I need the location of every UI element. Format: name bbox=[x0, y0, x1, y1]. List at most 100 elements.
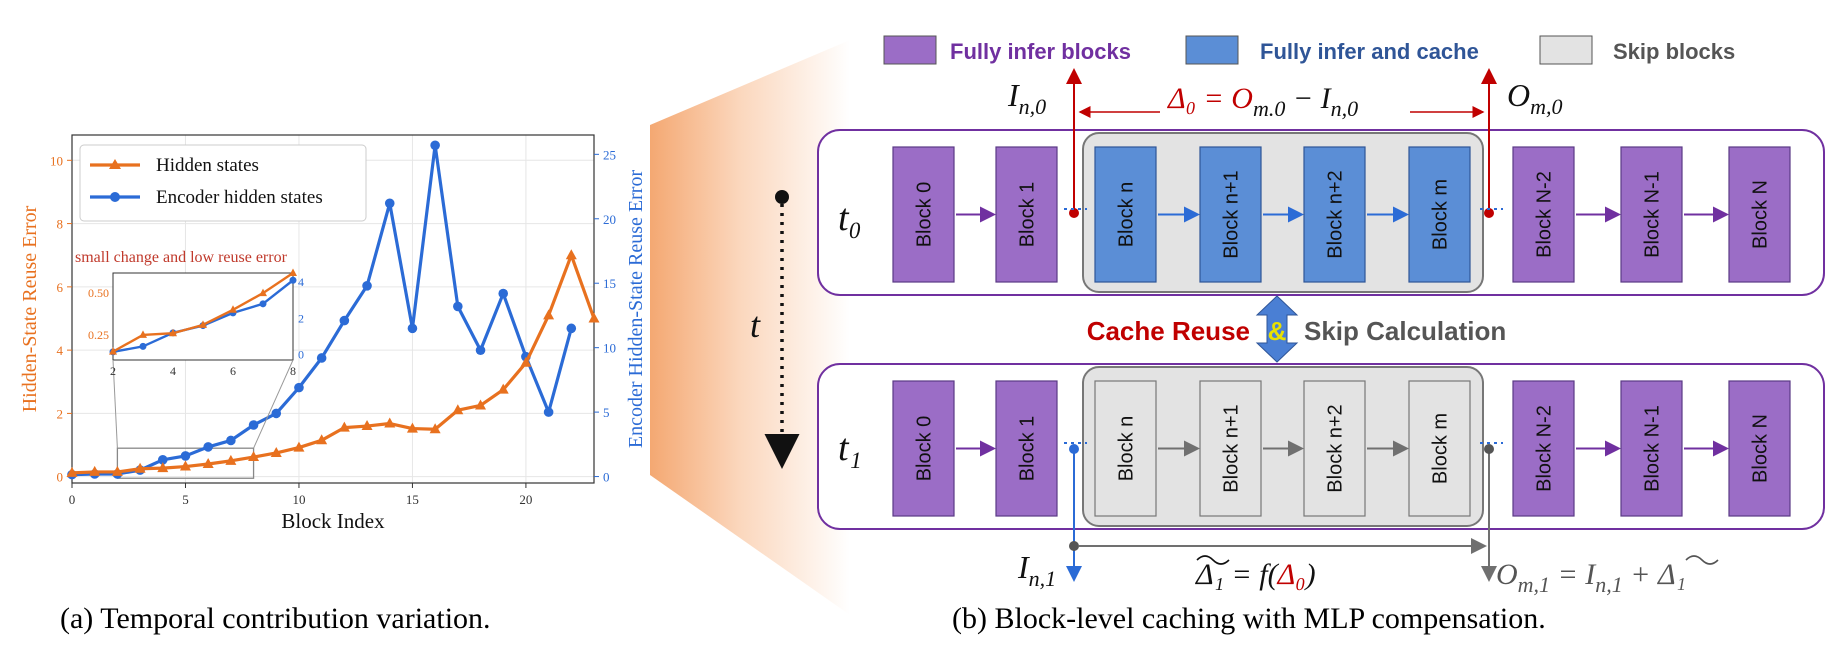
block-box bbox=[1728, 146, 1791, 283]
encoder-series-point bbox=[294, 382, 304, 393]
block-label: Block n bbox=[1116, 182, 1138, 248]
time-label: t bbox=[750, 305, 761, 345]
inset-y-right-tick-label: 2 bbox=[298, 311, 304, 325]
hidden-series-point bbox=[565, 249, 577, 260]
top-out-dot bbox=[1484, 208, 1494, 218]
encoder-series-point bbox=[362, 281, 372, 291]
bottom-delta-tilde bbox=[1196, 555, 1230, 565]
top-out-text: Om,0 bbox=[1507, 77, 1563, 119]
middle-amp: & bbox=[1268, 316, 1287, 346]
encoder-series-point bbox=[248, 420, 259, 430]
legend-marker-hidden bbox=[109, 159, 121, 169]
block-box bbox=[1408, 146, 1471, 283]
legend-label-cache: Fully infer and cache bbox=[1260, 39, 1479, 64]
skip-region-t0 bbox=[1082, 132, 1484, 293]
hidden-series-point bbox=[338, 421, 350, 432]
block-label: Block N-1 bbox=[1642, 405, 1664, 492]
y-left-axis-label: Hidden-State Reuse Error bbox=[19, 205, 41, 412]
encoder-series-point bbox=[180, 451, 191, 461]
inset-title: small change and low reuse error bbox=[75, 249, 288, 266]
legend-swatch-cache bbox=[1185, 35, 1239, 65]
hidden-series-point bbox=[475, 399, 487, 410]
cache-reuse-double-arrow bbox=[1255, 295, 1299, 363]
skip-region-t1 bbox=[1082, 366, 1484, 527]
inset-y-left-tick-label: 0.25 bbox=[88, 328, 109, 342]
legend-label-skip: Skip blocks bbox=[1613, 39, 1735, 64]
block-label: Block N bbox=[1750, 414, 1772, 483]
y-left-tick-label: 8 bbox=[57, 217, 64, 232]
x-tick-label: 15 bbox=[406, 492, 419, 507]
encoder-series-point bbox=[339, 315, 350, 326]
block-label: Block 0 bbox=[914, 416, 936, 482]
hidden-series-point bbox=[89, 465, 101, 476]
block-label: Block 0 bbox=[914, 182, 936, 248]
legend-label-full: Fully infer blocks bbox=[950, 39, 1131, 64]
block-label: Block n+1 bbox=[1221, 170, 1243, 258]
inset-hidden-point bbox=[259, 288, 267, 297]
block-label: Block 1 bbox=[1017, 182, 1039, 248]
hidden-series-line bbox=[71, 253, 596, 475]
inset-y-right-tick-label: 0 bbox=[298, 348, 304, 362]
bottom-span-dot bbox=[1069, 541, 1079, 551]
inset-encoder-point bbox=[259, 300, 267, 308]
block-box bbox=[1094, 146, 1157, 283]
encoder-series-point bbox=[316, 353, 327, 363]
block-label: Block n bbox=[1116, 416, 1138, 482]
y-left-tick-label: 0 bbox=[57, 470, 64, 485]
inset-x-tick-label: 6 bbox=[230, 364, 236, 378]
hidden-series-point bbox=[429, 423, 441, 434]
inset-encoder-point bbox=[289, 276, 297, 284]
legend-swatch-full bbox=[883, 35, 937, 65]
y-left-tick-label: 2 bbox=[57, 406, 64, 421]
caption-a: (a) Temporal contribution variation. bbox=[60, 602, 491, 635]
x-tick-label: 10 bbox=[292, 492, 305, 507]
y-left-tick-label: 4 bbox=[57, 343, 64, 358]
bottom-in-dot bbox=[1069, 444, 1079, 454]
bottom-out-tilde bbox=[1685, 555, 1719, 565]
hidden-series-point bbox=[66, 466, 78, 477]
hidden-series-point bbox=[202, 458, 214, 469]
block-box bbox=[1620, 146, 1683, 283]
y-right-axis-label: Encoder Hidden-State Reuse Error bbox=[625, 170, 647, 449]
hidden-series-point bbox=[543, 309, 555, 320]
y-right-tick-label: 15 bbox=[603, 276, 616, 291]
hidden-series-point bbox=[316, 434, 328, 445]
block-box bbox=[1620, 380, 1683, 517]
hidden-series-point bbox=[406, 422, 418, 433]
hidden-series-point bbox=[497, 383, 509, 394]
encoder-series-point bbox=[271, 408, 282, 419]
block-box bbox=[1512, 380, 1575, 517]
hidden-series-point bbox=[134, 462, 146, 473]
hidden-series-point bbox=[225, 454, 237, 465]
top-in-text: In,0 bbox=[1007, 77, 1046, 119]
inset-zoom-line bbox=[253, 359, 294, 449]
inset-x-tick-label: 2 bbox=[110, 364, 116, 378]
hidden-series-point bbox=[179, 460, 191, 471]
inset-hidden-point bbox=[199, 320, 207, 328]
bottom-out-dot bbox=[1484, 444, 1494, 454]
inset-x-tick-label: 8 bbox=[290, 364, 296, 378]
block-box bbox=[1199, 380, 1262, 517]
caching-diagram: Fully infer blocks Fully infer and cache… bbox=[750, 35, 1825, 597]
inset-hidden-point bbox=[229, 305, 237, 313]
hidden-series-point bbox=[452, 404, 464, 415]
encoder-series-point bbox=[430, 140, 440, 151]
block-box bbox=[1303, 146, 1366, 283]
block-label: Block n+2 bbox=[1325, 404, 1347, 492]
zoom-fan bbox=[650, 40, 850, 615]
inset-y-right-tick-label: 4 bbox=[298, 275, 304, 289]
x-tick-label: 5 bbox=[182, 492, 189, 507]
hidden-series-point bbox=[248, 451, 260, 462]
block-label: Block n+2 bbox=[1325, 170, 1347, 258]
block-box bbox=[995, 146, 1058, 283]
encoder-series-point bbox=[453, 301, 463, 312]
encoder-series-point bbox=[226, 435, 236, 446]
block-box bbox=[1303, 380, 1366, 517]
y-right-tick-label: 20 bbox=[603, 212, 616, 227]
inset-x-tick-label: 4 bbox=[170, 364, 176, 378]
block-label: Block 1 bbox=[1017, 416, 1039, 482]
inset-hidden-point bbox=[289, 268, 297, 276]
inset-hidden-point bbox=[169, 328, 177, 337]
encoder-series-point bbox=[407, 323, 418, 334]
